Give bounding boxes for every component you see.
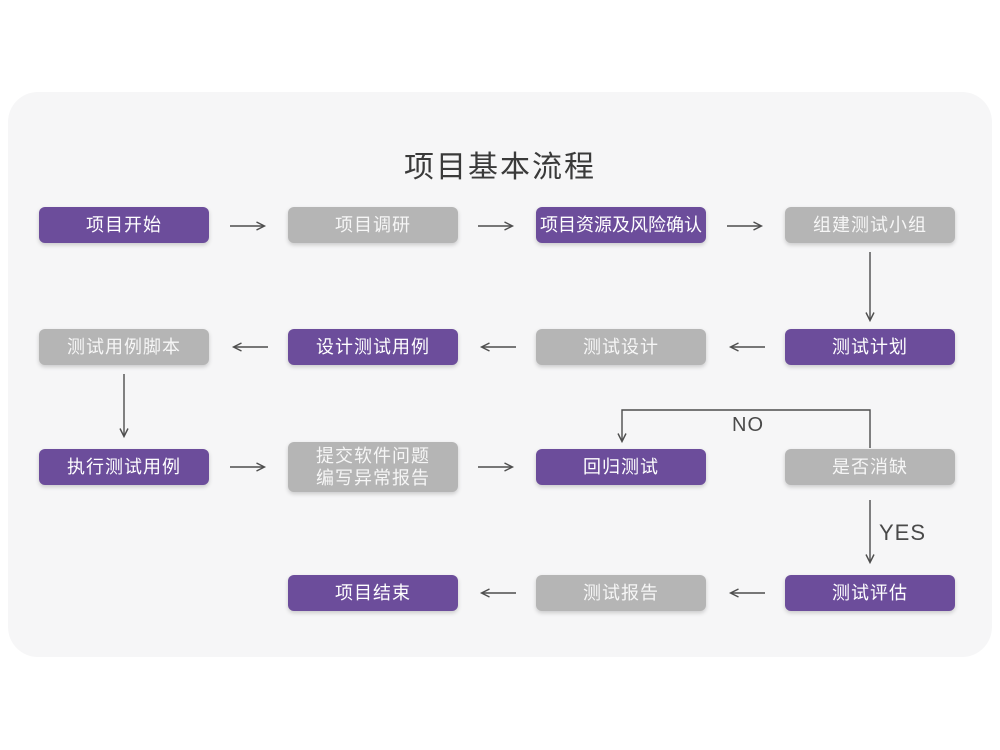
node-label: 项目开始 <box>86 215 162 235</box>
node-label: 测试设计 <box>583 337 659 357</box>
edge-label-yes: YES <box>879 520 927 545</box>
flow-node-project-start: 项目开始 <box>39 207 209 243</box>
node-label: 执行测试用例 <box>67 457 181 477</box>
node-label: 测试用例脚本 <box>67 337 181 357</box>
node-label: 是否消缺 <box>832 457 908 477</box>
flow-node-resources-and-risk: 项目资源及风险确认 <box>536 207 706 243</box>
node-label-line1: 提交软件问题 <box>316 446 430 466</box>
flow-node-regression-test: 回归测试 <box>536 449 706 485</box>
node-label: 测试报告 <box>583 583 659 603</box>
node-label: 组建测试小组 <box>813 215 927 235</box>
node-label: 项目调研 <box>335 215 411 235</box>
node-label-line2: 编写异常报告 <box>316 468 430 488</box>
node-label: 设计测试用例 <box>316 337 430 357</box>
edge-label-no: NO <box>732 414 764 436</box>
flow-node-test-evaluation: 测试评估 <box>785 575 955 611</box>
flow-node-submit-issues: 提交软件问题 编写异常报告 <box>288 442 458 492</box>
flow-node-defects-cleared: 是否消缺 <box>785 449 955 485</box>
node-label: 测试评估 <box>832 583 908 603</box>
node-label: 项目资源及风险确认 <box>540 215 702 235</box>
flow-node-design-test-cases: 设计测试用例 <box>288 329 458 365</box>
flow-node-project-research: 项目调研 <box>288 207 458 243</box>
flow-node-project-end: 项目结束 <box>288 575 458 611</box>
diagram-title: 项目基本流程 <box>404 151 596 184</box>
flowchart-card <box>8 92 992 657</box>
flow-node-execute-test-cases: 执行测试用例 <box>39 449 209 485</box>
flow-node-test-report: 测试报告 <box>536 575 706 611</box>
node-label: 回归测试 <box>583 457 659 477</box>
flow-node-test-design: 测试设计 <box>536 329 706 365</box>
flow-node-build-test-team: 组建测试小组 <box>785 207 955 243</box>
node-label: 项目结束 <box>335 583 411 603</box>
flow-node-test-case-scripts: 测试用例脚本 <box>39 329 209 365</box>
node-label: 测试计划 <box>832 337 908 357</box>
flow-node-test-plan: 测试计划 <box>785 329 955 365</box>
